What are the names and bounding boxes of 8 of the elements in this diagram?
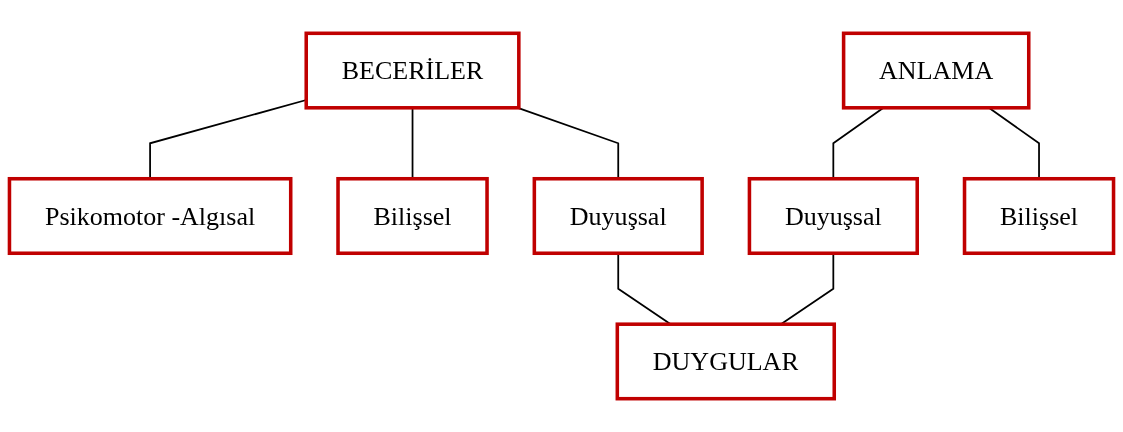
node-box: Duyuşsal <box>747 176 919 256</box>
node-box: ANLAMA <box>841 31 1031 110</box>
node-box: Psikomotor -Algısal <box>7 176 293 256</box>
node-box: BECERİLER <box>304 31 521 110</box>
node-box: Duyuşsal <box>532 176 704 256</box>
node-box: Bilişsel <box>336 176 489 256</box>
node-box: DUYGULAR <box>615 322 837 401</box>
node-box: Bilişsel <box>962 176 1116 256</box>
